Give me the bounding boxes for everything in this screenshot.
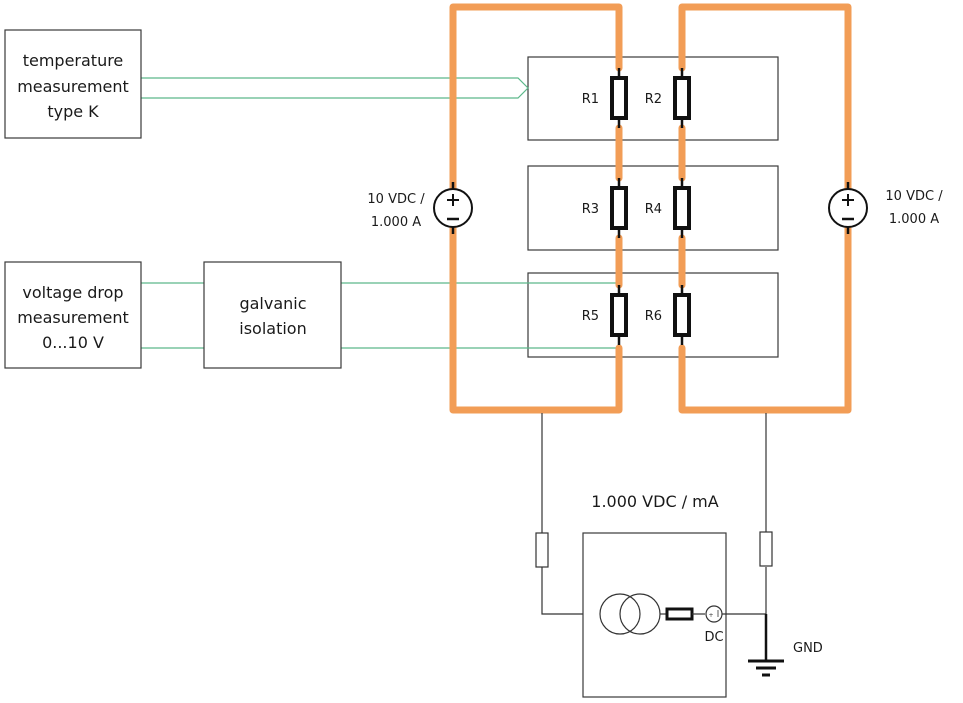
resistor-r2: R2 xyxy=(645,68,691,128)
resistor-icon xyxy=(610,186,628,230)
voltage-drop-line1: voltage drop xyxy=(22,283,123,302)
source-left-label-line2: 1.000 A xyxy=(371,215,421,230)
resistor-r1: R1 xyxy=(582,68,628,128)
dc-voltage-source-icon xyxy=(433,188,473,228)
fuse-left-icon xyxy=(535,532,549,568)
galvanic-isolation-block: galvanic isolation xyxy=(203,261,342,369)
resistor-label: R2 xyxy=(645,92,662,107)
resistor-r3: R3 xyxy=(582,178,628,238)
temperature-line2: measurement xyxy=(17,77,129,96)
tester-wiring xyxy=(535,413,773,615)
svg-text:+: + xyxy=(708,612,713,619)
resistor-icon xyxy=(673,293,691,337)
resistor-box-3 xyxy=(527,272,779,358)
voltage-drop-line2: measurement xyxy=(17,308,129,327)
insulation-tester-box: + DC xyxy=(582,532,766,698)
resistor-r4: R4 xyxy=(645,178,691,238)
resistor-label: R6 xyxy=(645,309,662,324)
voltage-drop-measurement-block: voltage drop measurement 0...10 V xyxy=(4,261,142,369)
resistor-box-2 xyxy=(527,165,779,251)
resistor-icon xyxy=(610,293,628,337)
source-right-label-line1: 10 VDC / xyxy=(885,189,943,204)
temperature-line3: type K xyxy=(47,102,99,121)
temperature-line1: temperature xyxy=(23,51,124,70)
dc-label: DC xyxy=(704,630,723,645)
resistor-r6: R6 xyxy=(645,285,691,345)
temperature-measurement-block: temperature measurement type K xyxy=(4,29,142,139)
galvanic-line1: galvanic xyxy=(239,294,306,313)
source-right-label-line2: 1.000 A xyxy=(889,212,939,227)
ground-symbol xyxy=(748,614,784,677)
voltage-source-right xyxy=(828,182,868,234)
current-loop-left xyxy=(449,3,623,414)
resistor-label: R3 xyxy=(582,202,599,217)
thermocouple-wire xyxy=(141,77,529,99)
resistor-label: R1 xyxy=(582,92,599,107)
resistor-icon xyxy=(610,76,628,120)
voltage-drop-line3: 0...10 V xyxy=(42,333,104,352)
source-left-label-line1: 10 VDC / xyxy=(367,192,425,207)
current-loop-right xyxy=(678,3,852,414)
gnd-label: GND xyxy=(793,641,823,656)
resistor-icon xyxy=(673,76,691,120)
current-source-icon xyxy=(599,593,641,635)
fuse-right-icon xyxy=(759,531,773,567)
tester-title: 1.000 VDC / mA xyxy=(591,492,718,511)
voltage-sense-wires xyxy=(141,282,619,349)
resistor-icon xyxy=(673,186,691,230)
resistor-label: R5 xyxy=(582,309,599,324)
dc-voltage-source-icon xyxy=(828,188,868,228)
galvanic-line2: isolation xyxy=(239,319,306,338)
resistor-r5: R5 xyxy=(582,285,628,345)
series-resistor-icon xyxy=(665,607,694,621)
resistor-label: R4 xyxy=(645,202,662,217)
resistor-box-1 xyxy=(527,56,779,141)
voltage-source-left xyxy=(433,182,473,234)
